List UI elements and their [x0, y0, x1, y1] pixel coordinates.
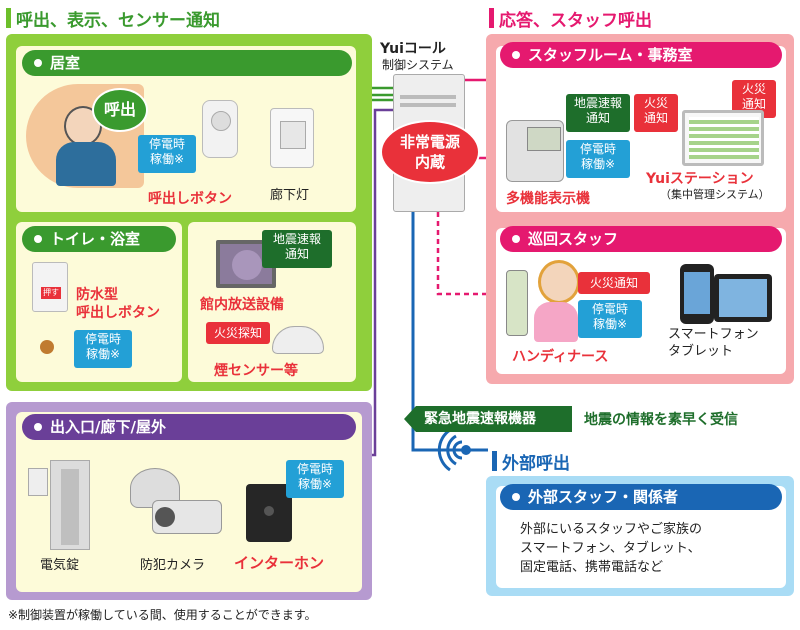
nurse-body [534, 302, 578, 342]
patrol-pill: 巡回スタッフ [500, 226, 782, 252]
emergency-power-badge: 非常電源 内蔵 [380, 120, 480, 184]
door-device[interactable] [50, 460, 90, 550]
system-logo: Yuiコール [380, 38, 446, 58]
smart-label: スマートフォン タブレット [668, 326, 759, 360]
yui-station-device[interactable] [682, 110, 764, 166]
control-vent-2 [400, 103, 456, 107]
hall-light-label: 廊下灯 [270, 184, 309, 203]
external-section-bar [492, 451, 497, 471]
handy-nurse-device[interactable] [506, 270, 528, 336]
smoke-label: 煙センサー等 [214, 360, 298, 380]
push-button-icon: 押す [41, 287, 61, 299]
nurse-illustration [528, 256, 584, 346]
external-body: 外部にいるスタッフやご家族の スマートフォン、タブレット、 固定電話、携帯電話な… [520, 520, 702, 577]
staff-room-pill: スタッフルーム・事務室 [500, 42, 782, 68]
tablet-screen-icon [719, 279, 767, 317]
call-button-device[interactable] [202, 100, 238, 158]
phone-screen-icon [527, 127, 561, 151]
intercom-label: インターホン [234, 552, 324, 573]
call-button-label: 呼出しボタン [148, 188, 232, 208]
intercom-button-icon [264, 506, 274, 516]
tablet-device[interactable] [714, 274, 772, 322]
room-blackout-tag: 停電時 稼働※ [138, 135, 196, 173]
broadcast-quake-tag: 地震速報 通知 [262, 230, 332, 268]
signal-dot [461, 445, 471, 455]
camera-label: 防犯カメラ [140, 554, 205, 573]
quake-device-desc: 地震の情報を素早く受信 [584, 409, 738, 429]
handy-label: ハンディナース [512, 346, 608, 366]
entrance-pill: 出入口/廊下/屋外 [22, 414, 356, 440]
patrol-fire-tag: 火災通知 [578, 272, 650, 294]
toilet-pill: トイレ・浴室 [22, 226, 176, 252]
lock-panel-device [28, 468, 48, 496]
station-screen-icon [689, 117, 759, 159]
external-section-title: 外部呼出 [502, 449, 570, 474]
fire-detect-tag: 火災探知 [206, 322, 270, 344]
entrance-blackout-tag: 停電時 稼働※ [286, 460, 344, 498]
room-pill: 居室 [22, 50, 352, 76]
patrol-blackout-tag: 停電時 稼働※ [578, 300, 642, 338]
hall-light-device [270, 108, 314, 168]
patient-body [56, 142, 116, 186]
footnote: ※制御装置が稼働している間、使用することができます。 [8, 606, 317, 623]
staff-blackout-tag: 停電時 稼働※ [566, 140, 630, 178]
smartphone-device[interactable] [680, 264, 714, 324]
control-vent-1 [400, 95, 456, 99]
staff-quake-tag: 地震速報 通知 [566, 94, 630, 132]
call-button-icon [211, 111, 231, 131]
phone-label: 多機能表示機 [506, 188, 590, 208]
door-icon [61, 469, 79, 545]
toilet-blackout-tag: 停電時 稼働※ [74, 330, 132, 368]
call-bubble: 呼出 [92, 88, 148, 132]
quake-device-label: 緊急地震速報機器 [404, 406, 572, 432]
bullet-camera-device [152, 500, 222, 534]
external-pill: 外部スタッフ・関係者 [500, 484, 782, 510]
waterproof-button-device[interactable]: 押す [32, 262, 68, 312]
waterproof-label: 防水型 呼出しボタン [76, 286, 160, 322]
lock-label: 電気錠 [40, 554, 79, 573]
station-label: Yuiステーション [646, 168, 754, 188]
staff-fire-tag-1: 火災 通知 [634, 94, 678, 132]
station-sub-label: （集中管理システム） [660, 186, 770, 202]
hall-light-icon [280, 121, 306, 149]
pull-cord-icon[interactable] [40, 340, 54, 354]
broadcast-label: 館内放送設備 [200, 294, 284, 314]
camera-lens-icon [155, 507, 175, 527]
smartphone-screen-icon [684, 272, 710, 314]
speaker-icon [232, 250, 262, 280]
multifunction-phone-device[interactable] [506, 120, 564, 182]
system-label: 制御システム [382, 56, 454, 73]
nurse-head [538, 260, 580, 304]
